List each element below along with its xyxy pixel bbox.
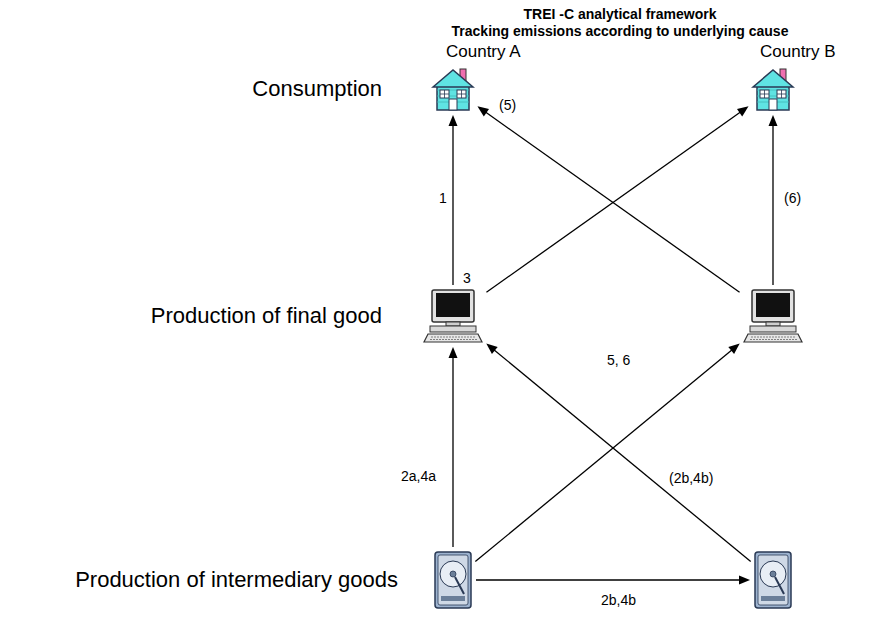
diagram-title: TREI -C analytical framework [380,6,860,22]
house-icon [431,66,475,112]
edge-label: 2b,4b [600,592,637,608]
arrow-connector [475,343,739,561]
arrow-connector [486,106,748,292]
edge-label: 3 [462,270,472,286]
arrow-connector [476,576,750,585]
row-label: Production of final good [151,303,382,328]
row-label: Production of intermediary goods [75,567,398,592]
computer-node [422,288,484,344]
computer-icon [422,288,484,344]
arrow-connector [477,106,739,292]
house-node [431,66,475,112]
hard-drive-node [433,550,473,610]
edge-label: (2b,4b) [668,470,714,486]
computer-icon [742,288,804,344]
arrow-connector [449,347,458,547]
house-icon [751,66,795,112]
column-header: Country B [760,42,836,62]
computer-node [742,288,804,344]
edge-label: (6) [783,190,802,206]
arrow-connector [449,115,458,285]
hard-drive-icon [433,550,473,610]
house-node [751,66,795,112]
edge-label: 5, 6 [606,352,631,368]
edge-label: 2a,4a [400,468,437,484]
hard-drive-node [753,550,793,610]
arrow-connector [486,343,750,561]
row-label: Consumption [252,76,382,101]
arrow-connector [769,115,778,285]
edge-label: (5) [498,97,517,113]
hard-drive-icon [753,550,793,610]
edge-label: 1 [438,190,448,206]
column-header: Country A [446,42,521,62]
diagram-subtitle: Tracking emissions according to underlyi… [380,23,860,39]
